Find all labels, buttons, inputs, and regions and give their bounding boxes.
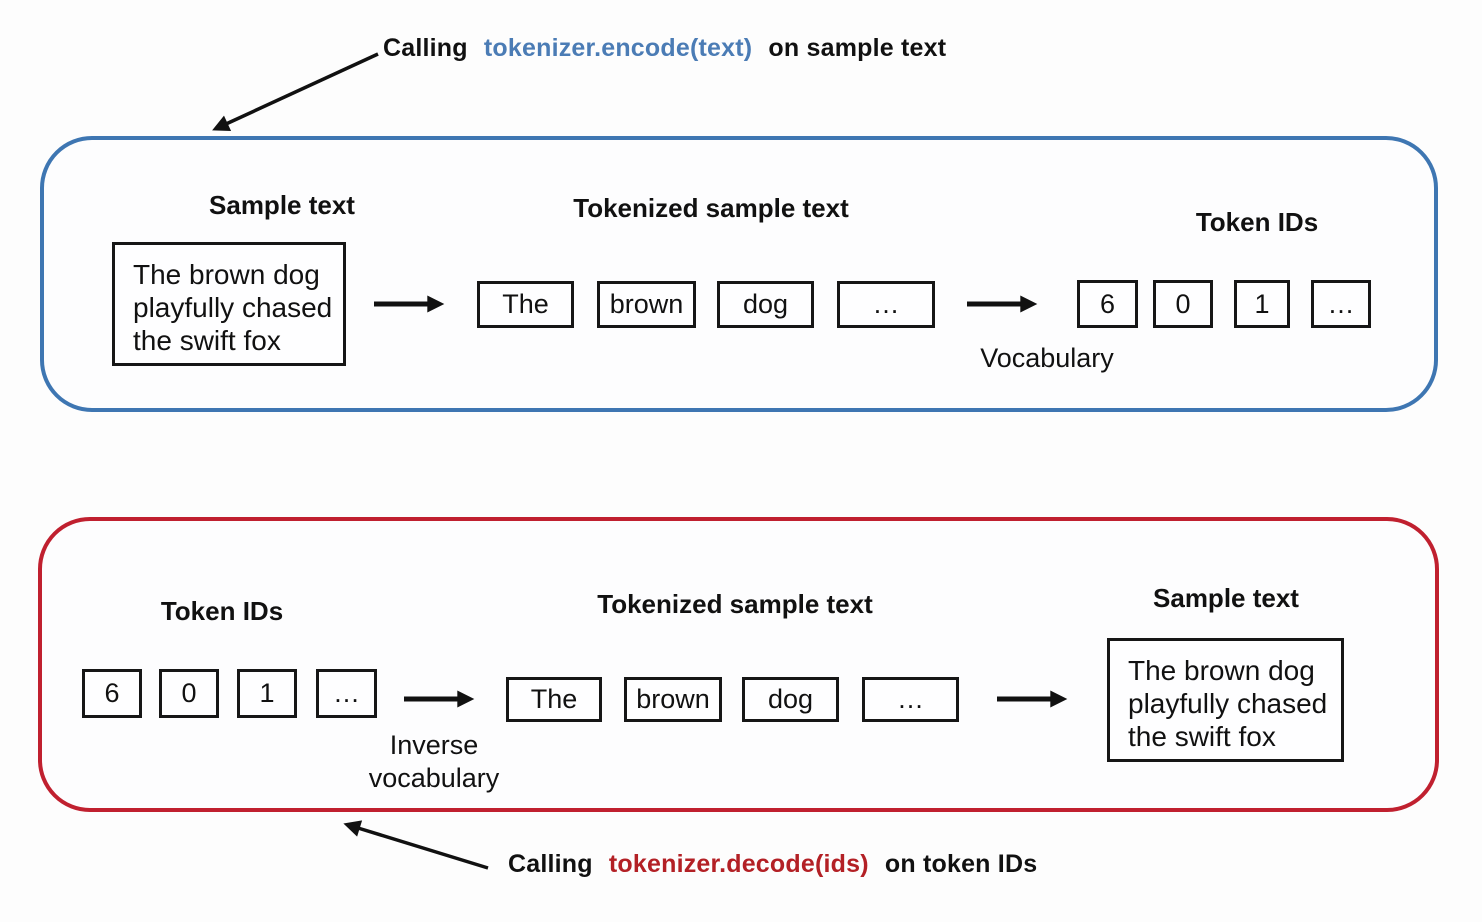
encode-sample-heading: Sample text <box>209 190 355 220</box>
decode-code-snippet: tokenizer.decode(ids) <box>608 850 869 878</box>
token-box: brown <box>624 677 722 722</box>
decode-callout-arrow <box>343 820 489 870</box>
sample-line: playfully chased <box>133 292 333 323</box>
id-box: 0 <box>1153 280 1213 328</box>
encode-token-ids-heading: Token IDs <box>1195 207 1319 237</box>
id-box: 0 <box>159 669 219 718</box>
flow-arrow-decode-detokenize <box>404 690 475 708</box>
encode-callout-label: Calling tokenizer.encode(text) on sample… <box>383 34 946 63</box>
id-box-ellipsis: … <box>316 669 377 718</box>
token-box: The <box>506 677 602 722</box>
flow-arrow-encode-tokenize <box>374 295 445 313</box>
vocabulary-label: Vocabulary <box>980 343 1114 373</box>
token-box: dog <box>742 677 839 722</box>
encode-callout-suffix: on sample text <box>768 34 947 62</box>
flow-arrow-decode-assemble <box>997 690 1068 708</box>
encode-code-snippet: tokenizer.encode(text) <box>483 34 753 62</box>
sample-line: the swift fox <box>133 325 281 356</box>
decode-callout-label: Calling tokenizer.decode(ids) on token I… <box>508 850 1037 879</box>
encode-tokenized-heading: Tokenized sample text <box>573 193 849 223</box>
id-box-ellipsis: … <box>1311 280 1371 328</box>
sample-line: The brown dog <box>133 259 320 290</box>
sample-line: the swift fox <box>1128 721 1276 752</box>
id-box: 1 <box>237 669 297 718</box>
id-box: 6 <box>82 669 142 718</box>
inverse-vocabulary-label: Inverse vocabulary <box>368 730 500 793</box>
decode-callout-suffix: on token IDs <box>884 850 1038 878</box>
decode-sample-text-box: The brown dog playfully chased the swift… <box>1107 638 1344 762</box>
sample-line: playfully chased <box>1128 688 1328 719</box>
decode-tokenized-heading: Tokenized sample text <box>597 589 873 619</box>
id-box: 6 <box>1077 280 1138 328</box>
token-box-ellipsis: … <box>837 281 935 328</box>
sample-line: The brown dog <box>1128 655 1315 686</box>
flow-arrow-encode-vocabulary <box>967 295 1038 313</box>
token-box: The <box>477 281 574 328</box>
token-box: dog <box>717 281 814 328</box>
token-box: brown <box>597 281 696 328</box>
encode-callout-arrow <box>212 52 379 132</box>
decode-callout-prefix: Calling <box>508 850 593 878</box>
token-box-ellipsis: … <box>862 677 959 722</box>
encode-sample-text-box: The brown dog playfully chased the swift… <box>112 242 346 366</box>
decode-token-ids-heading: Token IDs <box>160 596 284 626</box>
decode-sample-heading: Sample text <box>1153 583 1299 613</box>
encode-panel: Sample text The brown dog playfully chas… <box>40 136 1438 412</box>
decode-panel: Token IDs 6 0 1 … Inverse vocabulary Tok… <box>38 517 1439 812</box>
encode-callout-prefix: Calling <box>383 34 468 62</box>
id-box: 1 <box>1234 280 1290 328</box>
